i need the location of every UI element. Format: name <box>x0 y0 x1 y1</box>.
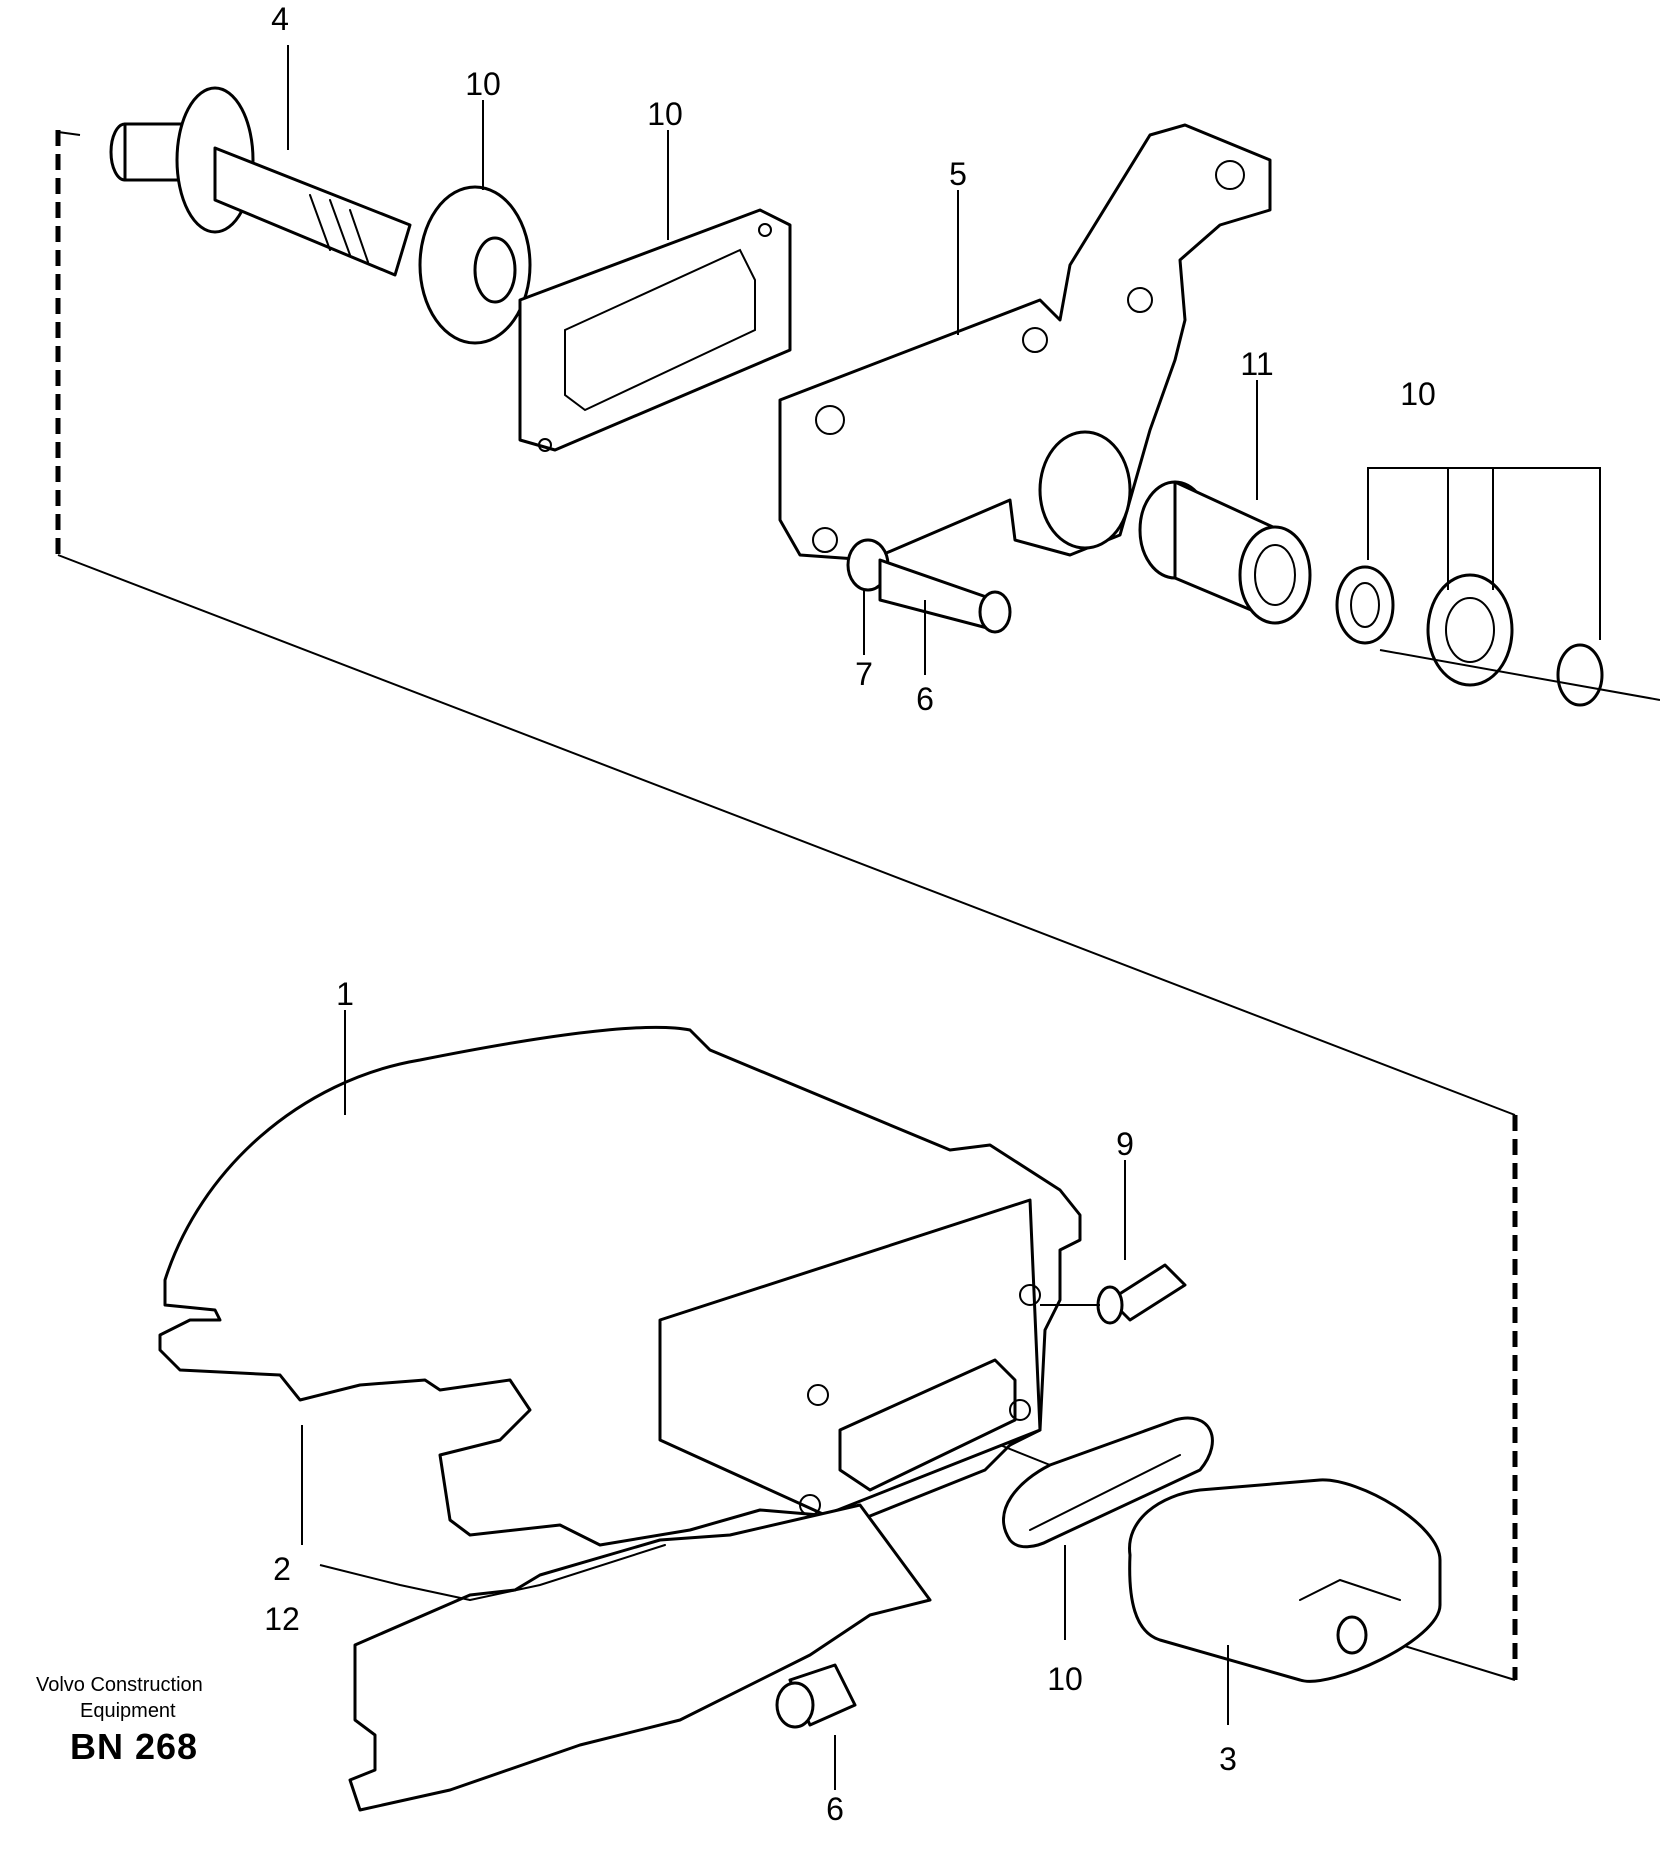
part-10-lower-gasket <box>999 1416 1214 1549</box>
assembly-reference-line <box>55 130 1518 1681</box>
callout-1: 1 <box>336 976 354 1012</box>
part-10-gasket-plate <box>518 208 792 452</box>
leader-lines <box>287 45 1601 1790</box>
part-10-ring <box>418 185 532 345</box>
part-9-plug <box>1040 1263 1187 1325</box>
callout-2: 2 <box>273 1551 291 1587</box>
part-11-bushing <box>1138 480 1312 625</box>
part-4-spline-shaft <box>109 86 412 277</box>
brand-subtitle: Equipment <box>80 1700 176 1722</box>
callout-10-gasket-plate: 10 <box>647 96 683 132</box>
callout-9: 9 <box>1116 1126 1134 1162</box>
part-2-base-plate <box>348 1503 932 1812</box>
callout-4: 4 <box>271 1 289 37</box>
part-1-housing <box>158 1025 1082 1547</box>
part-10-seal-set <box>1335 565 1660 707</box>
callout-11: 11 <box>1240 346 1273 382</box>
part-3-cover <box>1128 1478 1442 1683</box>
callout-5: 5 <box>949 156 967 192</box>
callout-6-lower: 6 <box>826 1791 844 1827</box>
drawing-code: BN 268 <box>70 1726 199 1767</box>
callout-10-lower-gasket: 10 <box>1047 1661 1083 1697</box>
part-6-lower-bolt <box>775 1663 857 1729</box>
brand-name: Volvo Construction <box>36 1674 203 1696</box>
callout-labels: 4 10 10 5 11 10 7 6 1 9 2 12 10 3 6 <box>264 1 1436 1827</box>
callout-3: 3 <box>1219 1741 1237 1777</box>
callout-6-upper: 6 <box>916 681 934 717</box>
callout-10-shaft-ring: 10 <box>465 66 501 102</box>
part-6-bolt <box>878 558 1012 634</box>
callout-10-seal-set: 10 <box>1400 376 1436 412</box>
part-5-bracket-lever <box>778 123 1272 562</box>
callout-12: 12 <box>264 1601 300 1637</box>
callout-7: 7 <box>855 656 873 692</box>
